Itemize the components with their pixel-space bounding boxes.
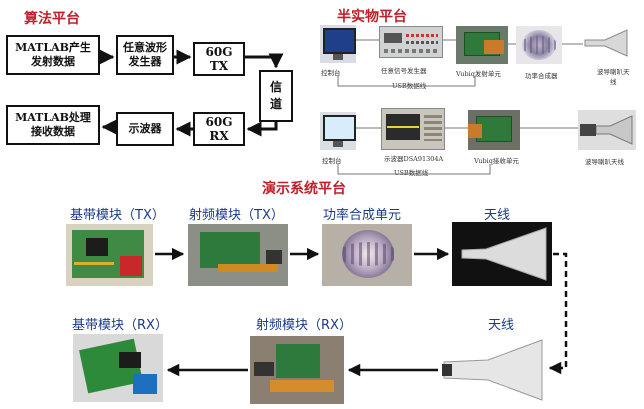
demo-rx-label-antenna: 天线 (488, 318, 515, 333)
demo-rx-label-rf: 射频模块（RX） (256, 318, 352, 333)
antenna-tx-shape (461, 227, 547, 281)
demo-tx-label-baseband: 基带模块（TX） (70, 208, 165, 223)
line-usb-tx (337, 76, 476, 87)
channel-box: 信 道 (259, 70, 293, 122)
scope-box: 示波器 (116, 112, 174, 146)
matlab-tx-box: MATLAB产生 发射数据 (6, 35, 100, 75)
scope-label: 示波器 (128, 122, 162, 135)
baseband-tx-photo (66, 224, 153, 286)
vubiq-rx-photo (468, 110, 520, 150)
demo-tx-label-rf: 射频模块（TX） (189, 208, 284, 223)
awg-box: 任意波形 发生器 (116, 35, 174, 75)
console-rx-caption: 控制台 (322, 157, 342, 165)
horn-rx-caption: 波导喇叭天线 (585, 158, 624, 166)
rf-rx-photo (250, 336, 344, 404)
demo-rx-label-baseband: 基带模块（RX） (72, 318, 168, 333)
combiner-caption: 功率合成器 (525, 72, 558, 80)
antenna-rx-shape (442, 339, 543, 401)
console-tx-photo (320, 25, 356, 63)
baseband-rx-photo (73, 334, 163, 402)
combiner-photo (516, 26, 562, 64)
awg-photo (379, 26, 443, 58)
demo-platform-title: 演示系统平台 (262, 181, 346, 197)
horn-tx-shape (584, 29, 628, 57)
combiner-demo-photo (322, 224, 412, 286)
arrow-wireless-link (548, 252, 568, 375)
demo-tx-label-antenna: 天线 (484, 208, 511, 223)
horn-rx-photo (578, 110, 636, 150)
awg-label: 任意波形 发生器 (123, 41, 167, 68)
channel-label: 信 道 (269, 80, 282, 111)
vubiq-tx-photo (456, 26, 508, 64)
console-tx-caption: 控制台 (321, 69, 341, 77)
vubiq-rx-caption: Vubiq接收单元 (474, 157, 519, 165)
arrow-channel-to-rx60 (246, 121, 278, 137)
antenna-rx-photo (440, 334, 546, 404)
tx60-label: 60G TX (205, 45, 233, 73)
semi-physical-title: 半实物平台 (337, 9, 407, 25)
rx60-label: 60G RX (205, 115, 233, 143)
horn-rx-shape (580, 115, 633, 145)
horn-tx-caption: 波导喇叭天 线 (597, 68, 630, 86)
tx60-box: 60G TX (193, 42, 245, 76)
matlab-rx-box: MATLAB处理 接收数据 (6, 105, 100, 145)
demo-tx-label-combiner: 功率合成单元 (323, 208, 402, 223)
awg-caption: 任意信号发生器 (381, 67, 427, 75)
usb-rx-caption: USB数据线 (394, 169, 429, 177)
horn-tx-photo (581, 28, 631, 58)
vubiq-tx-caption: Vubiq发射单元 (456, 70, 501, 78)
scope-caption: 示波器DSA91304A (384, 155, 444, 163)
matlab-rx-label: MATLAB处理 接收数据 (15, 111, 91, 138)
algorithm-platform-title: 算法平台 (24, 11, 80, 27)
antenna-tx-photo (452, 222, 552, 286)
scope-photo (381, 108, 445, 150)
console-rx-photo (320, 112, 356, 150)
line-usb-rx (337, 164, 491, 175)
matlab-tx-label: MATLAB产生 发射数据 (15, 41, 91, 68)
rx60-box: 60G RX (193, 112, 245, 146)
rf-tx-photo (188, 224, 288, 286)
arrow-tx60-to-channel (245, 53, 284, 69)
